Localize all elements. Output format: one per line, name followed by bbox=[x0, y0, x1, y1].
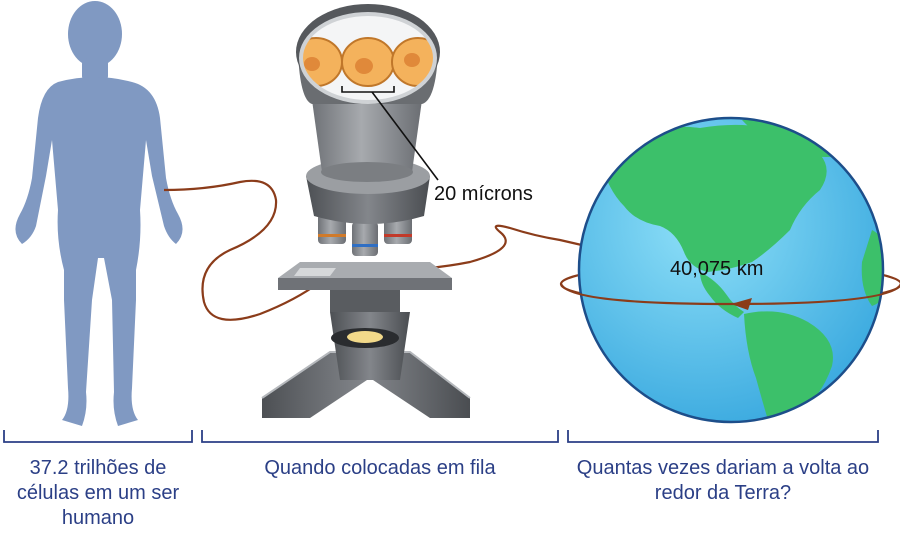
cell-icon bbox=[301, 37, 435, 87]
bracket-microscope bbox=[201, 430, 559, 443]
caption-brackets bbox=[3, 430, 879, 443]
microscope-icon bbox=[261, 4, 471, 418]
bracket-earth bbox=[567, 430, 879, 443]
bracket-human bbox=[3, 430, 193, 443]
caption-earth: Quantas vezes dariam a volta ao redor da… bbox=[576, 457, 870, 504]
human-silhouette-icon bbox=[15, 1, 183, 426]
caption-microscope: Quando colocadas em fila bbox=[264, 457, 496, 479]
caption-human: 37.2 trilhões de células em um ser human… bbox=[16, 457, 180, 529]
cell-scale-label: 20 mícrons bbox=[434, 183, 533, 205]
thread-line bbox=[163, 179, 587, 321]
earth-circumference-label: 40,075 km bbox=[670, 258, 763, 280]
